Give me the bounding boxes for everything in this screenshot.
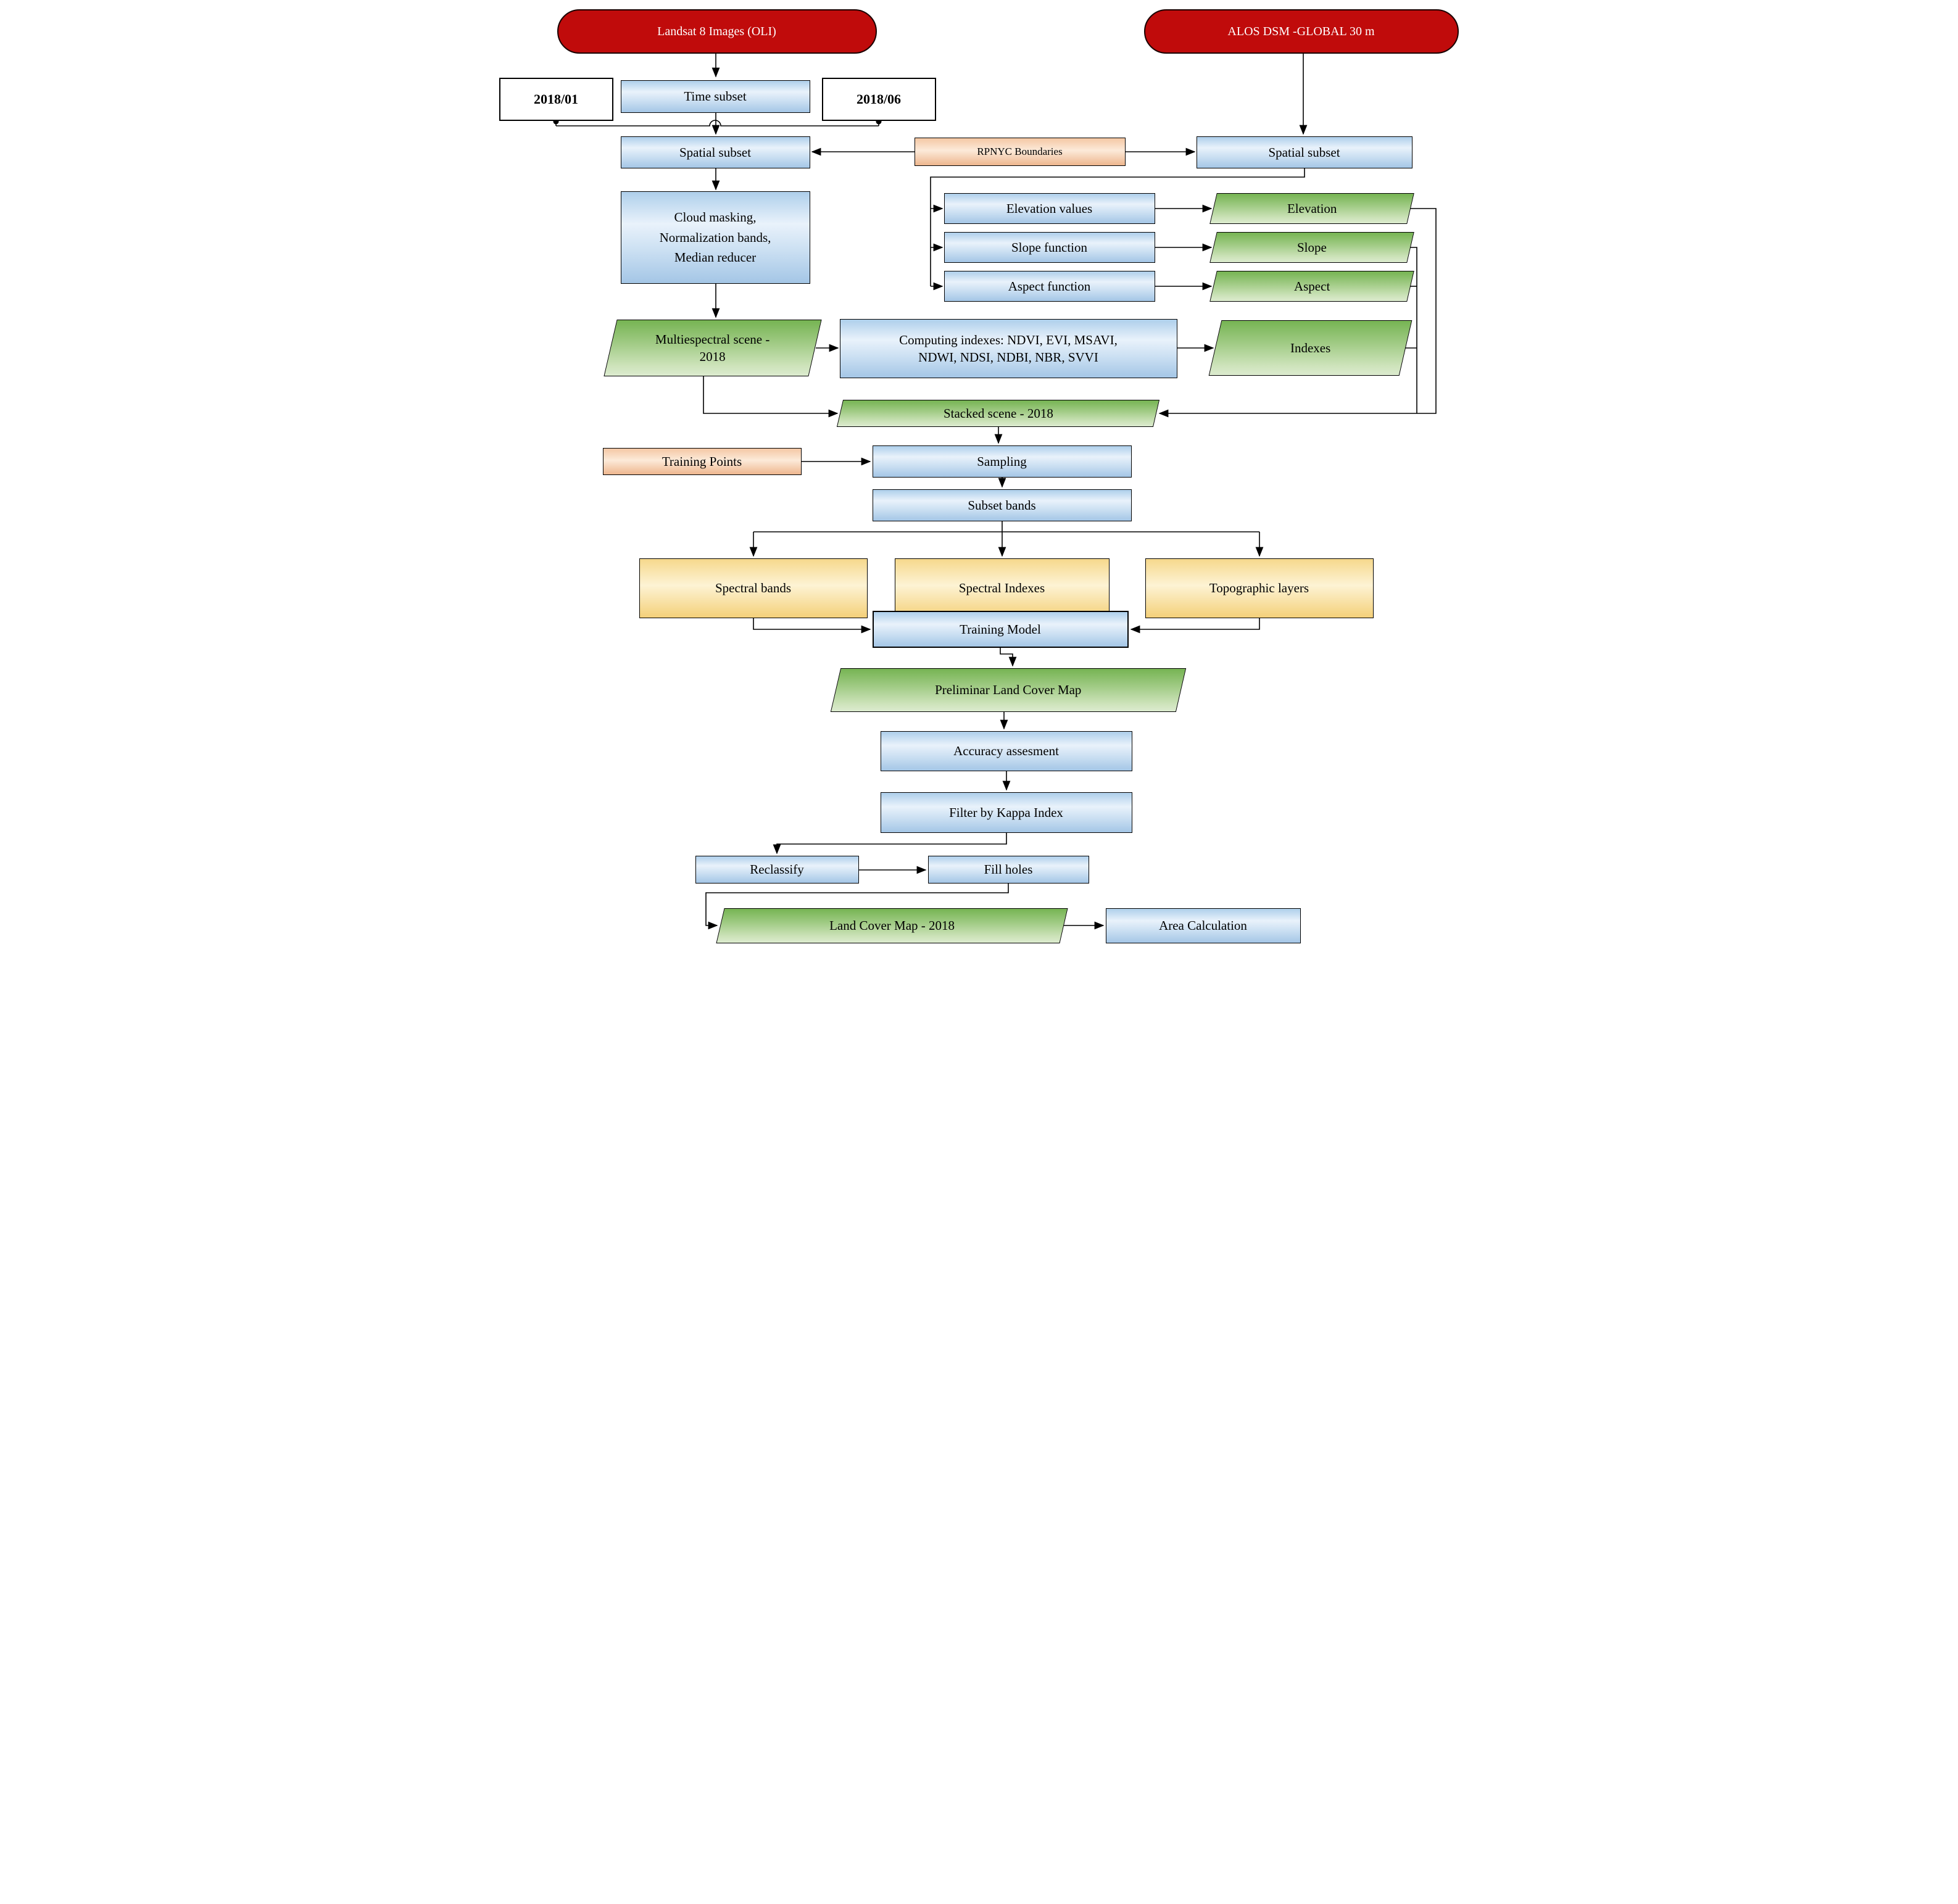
- node-preliminary-land-cover-map-label: Preliminar Land Cover Map: [934, 682, 1082, 698]
- node-slope-function-label: Slope function: [1011, 239, 1088, 255]
- node-sampling-label: Sampling: [977, 453, 1027, 469]
- node-spatial-subset-left-label: Spatial subset: [679, 144, 752, 160]
- connector-slope-rail: [1408, 247, 1417, 413]
- node-stacked-scene-label: Stacked scene - 2018: [943, 405, 1053, 421]
- connector-layer: [553, 54, 1437, 930]
- node-training-model-label: Training Model: [960, 621, 1041, 637]
- node-spatial-subset-right-label: Spatial subset: [1268, 144, 1340, 160]
- connector-spatial-right-rail: [929, 168, 1305, 286]
- node-alos-dsm-label: ALOS DSM -GLOBAL 30 m: [1227, 24, 1375, 38]
- node-land-cover-map-label: Land Cover Map - 2018: [829, 918, 955, 933]
- node-date-start-label: 2018/01: [533, 91, 579, 107]
- node-landsat-images: Landsat 8 Images (OLI): [557, 9, 877, 54]
- node-area-calculation: Area Calculation: [1105, 908, 1301, 943]
- node-aspect: Aspect: [1209, 271, 1414, 302]
- node-spectral-indexes: Spectral Indexes: [894, 558, 1110, 618]
- node-land-cover-map: Land Cover Map - 2018: [715, 908, 1068, 943]
- node-topographic-layers: Topographic layers: [1145, 558, 1374, 618]
- node-accuracy-assessment: Accuracy assesment: [880, 731, 1132, 771]
- node-aspect-function-label: Aspect function: [1008, 278, 1091, 294]
- node-alos-dsm: ALOS DSM -GLOBAL 30 m: [1143, 9, 1459, 54]
- node-sampling: Sampling: [872, 445, 1132, 478]
- node-elevation-label: Elevation: [1287, 201, 1337, 216]
- node-spectral-bands-label: Spectral bands: [715, 581, 792, 596]
- node-computing-indexes-label: Computing indexes: NDVI, EVI, MSAVI, NDW…: [899, 332, 1118, 365]
- node-elevation-values: Elevation values: [944, 193, 1155, 224]
- node-fill-holes-label: Fill holes: [984, 862, 1033, 877]
- node-filter-kappa-index-label: Filter by Kappa Index: [949, 805, 1063, 820]
- node-training-model: Training Model: [872, 611, 1129, 648]
- node-date-end: 2018/06: [821, 78, 936, 121]
- flowchart-canvas: Landsat 8 Images (OLI) ALOS DSM -GLOBAL …: [489, 0, 1469, 952]
- node-topographic-layers-label: Topographic layers: [1209, 581, 1309, 596]
- node-subset-bands-label: Subset bands: [968, 497, 1036, 513]
- node-slope-label: Slope: [1296, 239, 1327, 255]
- arrow-filter-to-reclassify: [773, 833, 1007, 855]
- node-rpnyc-boundaries-label: RPNYC Boundaries: [977, 145, 1063, 157]
- connector-date-range-line: [555, 120, 879, 126]
- node-preliminary-land-cover-map: Preliminar Land Cover Map: [830, 668, 1186, 712]
- connector-multispectral-to-stacked: [702, 376, 839, 418]
- node-indexes: Indexes: [1208, 320, 1412, 376]
- connector-elevation-to-stacked: [1158, 208, 1437, 418]
- node-landsat-images-label: Landsat 8 Images (OLI): [657, 24, 776, 38]
- node-elevation-values-label: Elevation values: [1006, 201, 1093, 216]
- node-cloud-masking: Cloud masking, Normalization bands, Medi…: [620, 191, 810, 284]
- node-spatial-subset-right: Spatial subset: [1196, 136, 1412, 168]
- node-cloud-masking-label: Cloud masking, Normalization bands, Medi…: [659, 210, 771, 265]
- node-subset-bands: Subset bands: [872, 489, 1132, 521]
- node-stacked-scene: Stacked scene - 2018: [836, 400, 1159, 427]
- node-filter-kappa-index: Filter by Kappa Index: [880, 792, 1132, 833]
- node-training-points-label: Training Points: [662, 453, 742, 469]
- connector-subset-branch: [753, 521, 1259, 532]
- node-reclassify-label: Reclassify: [750, 862, 804, 877]
- arrow-topographic-to-model: [1129, 618, 1260, 634]
- node-multispectral-scene: Multiespectral scene - 2018: [603, 320, 822, 376]
- node-multispectral-scene-label: Multiespectral scene - 2018: [655, 331, 770, 364]
- node-date-end-label: 2018/06: [856, 91, 902, 107]
- node-slope-function: Slope function: [944, 232, 1155, 263]
- node-spectral-indexes-label: Spectral Indexes: [958, 581, 1045, 596]
- node-computing-indexes: Computing indexes: NDVI, EVI, MSAVI, NDW…: [839, 319, 1177, 378]
- arrow-spectral-bands-to-model: [752, 618, 871, 634]
- node-training-points: Training Points: [602, 448, 802, 475]
- node-aspect-function: Aspect function: [944, 271, 1155, 302]
- connector-fill-holes-to-lcm: [705, 884, 1009, 930]
- node-fill-holes: Fill holes: [927, 856, 1089, 884]
- node-rpnyc-boundaries: RPNYC Boundaries: [914, 138, 1126, 166]
- node-date-start: 2018/01: [499, 78, 613, 121]
- node-spectral-bands: Spectral bands: [639, 558, 868, 618]
- node-reclassify: Reclassify: [695, 856, 859, 884]
- node-accuracy-assessment-label: Accuracy assesment: [953, 743, 1059, 759]
- node-indexes-label: Indexes: [1290, 340, 1330, 355]
- node-elevation: Elevation: [1209, 193, 1414, 224]
- node-time-subset-label: Time subset: [684, 89, 747, 104]
- node-spatial-subset-left: Spatial subset: [620, 136, 810, 168]
- node-time-subset: Time subset: [620, 80, 810, 113]
- node-aspect-label: Aspect: [1293, 278, 1330, 294]
- node-area-calculation-label: Area Calculation: [1159, 918, 1247, 933]
- arrow-model-to-preliminary: [999, 648, 1016, 667]
- node-slope: Slope: [1209, 232, 1414, 263]
